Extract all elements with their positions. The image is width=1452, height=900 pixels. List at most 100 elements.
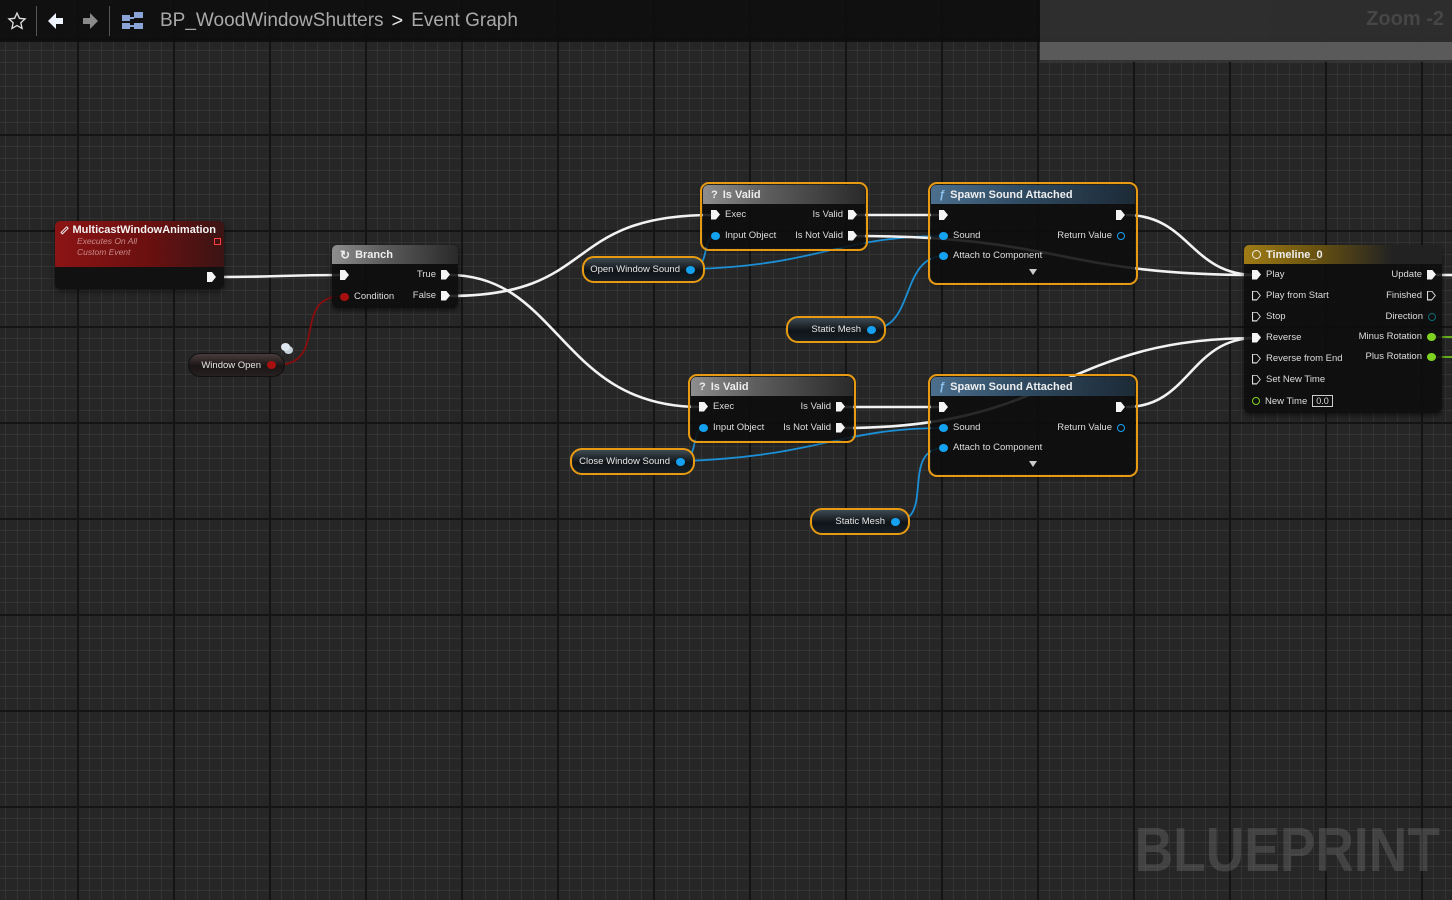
timeline-node[interactable]: Timeline_0 Play Play from Start Stop Rev…	[1244, 245, 1442, 413]
back-button[interactable]	[39, 0, 73, 42]
spawn-bottom-exec-out-pin[interactable]	[1116, 402, 1125, 412]
static-mesh-bottom-label: Static Mesh	[835, 516, 885, 527]
spawn-top-exec-out-pin[interactable]	[1116, 210, 1125, 220]
spawn-sound-node-bottom[interactable]: ƒ Spawn Sound Attached Sound Return Valu…	[928, 374, 1138, 477]
spawn-bottom-return-pin[interactable]	[1117, 423, 1125, 432]
timeline-output-label: Minus Rotation	[1358, 331, 1422, 342]
branch-false-label: False	[412, 290, 436, 301]
isvalid-top-input-pin[interactable]	[711, 231, 720, 240]
spawn-top-sound-pin[interactable]	[939, 231, 948, 240]
spawn-bottom-attach-pin[interactable]	[939, 443, 948, 452]
isvalid-top-valid-pin[interactable]	[848, 209, 857, 220]
branch-node[interactable]: ↻ Branch True Condition False	[332, 245, 458, 308]
close-window-sound-pin[interactable]	[676, 457, 685, 466]
timeline-finished-pin[interactable]	[1427, 291, 1436, 301]
timeline-reverse-from-end-pin[interactable]	[1252, 354, 1261, 364]
spawn-sound-node-top[interactable]: ƒ Spawn Sound Attached Sound Return Valu…	[928, 182, 1138, 285]
spawn-bottom-sound-label: Sound	[953, 422, 981, 433]
isvalid-bottom-title: Is Valid	[710, 380, 749, 393]
breadcrumb-asset[interactable]: BP_WoodWindowShutters	[160, 10, 384, 31]
zoom-level-label: Zoom -2	[1366, 8, 1444, 30]
timeline-input-label: Play from Start	[1266, 290, 1329, 301]
spawn-bottom-sound-pin[interactable]	[939, 423, 948, 432]
static-mesh-top-pin[interactable]	[867, 325, 876, 334]
spawn-top-return-label: Return Value	[1057, 230, 1112, 241]
event-exec-out-pin[interactable]	[207, 272, 216, 282]
timeline-minus-rotation-pin[interactable]	[1427, 332, 1436, 341]
timeline-output-label: Update	[1391, 269, 1422, 280]
branch-exec-in-pin[interactable]	[340, 270, 349, 280]
open-window-sound-variable[interactable]: Open Window Sound	[582, 256, 705, 283]
branch-condition-pin[interactable]	[340, 292, 349, 301]
timeline-reverse-pin[interactable]	[1252, 332, 1261, 343]
isvalid-top-title: Is Valid	[722, 188, 761, 201]
spawn-top-attach-pin[interactable]	[939, 251, 948, 260]
spawn-bottom-exec-in-pin[interactable]	[939, 402, 948, 412]
timeline-set-new-time-pin[interactable]	[1252, 375, 1261, 385]
new-time-value-input[interactable]: 0.0	[1312, 395, 1333, 407]
function-icon: ƒ	[939, 188, 946, 201]
branch-true-pin[interactable]	[441, 269, 450, 280]
spawn-bottom-title: Spawn Sound Attached	[950, 380, 1073, 393]
isvalid-bottom-valid-pin[interactable]	[836, 401, 845, 412]
window-open-pin[interactable]	[267, 361, 276, 369]
isvalid-bottom-input-label: Input Object	[713, 422, 765, 433]
window-open-variable[interactable]: Window Open	[188, 353, 285, 377]
wire-spawn-top-to-play	[1125, 213, 1257, 277]
favorite-button[interactable]	[0, 0, 34, 42]
branch-true-label: True	[416, 269, 436, 280]
open-window-sound-pin[interactable]	[686, 265, 695, 274]
timeline-play-from-start-pin[interactable]	[1252, 291, 1261, 301]
wire-closesound-to-spawn-sound	[684, 427, 945, 462]
blueprint-graph-icon	[122, 12, 143, 29]
timeline-update-pin[interactable]	[1427, 269, 1436, 280]
isvalid-node-top[interactable]: ? Is Valid Exec Is Valid Input Object Is…	[700, 182, 868, 251]
timeline-input-label: Reverse	[1266, 332, 1302, 343]
timeline-output-label: Direction	[1385, 311, 1424, 322]
isvalid-top-exec-pin[interactable]	[711, 209, 720, 220]
breadcrumb-graph[interactable]: Event Graph	[411, 10, 518, 31]
timeline-play-pin[interactable]	[1252, 269, 1261, 280]
expand-arrow-icon[interactable]	[1029, 461, 1037, 467]
isvalid-top-exec-label: Exec	[725, 209, 747, 220]
static-mesh-bottom-pin[interactable]	[891, 517, 900, 526]
close-window-sound-variable[interactable]: Close Window Sound	[570, 448, 695, 475]
spawn-top-title: Spawn Sound Attached	[950, 188, 1073, 201]
isvalid-node-bottom[interactable]: ? Is Valid Exec Is Valid Input Object Is…	[688, 374, 856, 443]
static-mesh-variable-top[interactable]: Static Mesh	[786, 316, 886, 343]
window-open-label: Window Open	[201, 359, 261, 371]
blueprint-graph-button[interactable]	[112, 0, 154, 42]
expand-arrow-icon[interactable]	[1029, 269, 1037, 275]
timeline-stop-pin[interactable]	[1252, 312, 1261, 322]
timeline-title: Timeline_0	[1266, 248, 1323, 261]
breadcrumb-separator-icon: >	[391, 9, 404, 32]
forward-button[interactable]	[73, 0, 107, 42]
open-window-sound-label: Open Window Sound	[590, 264, 680, 275]
wire-event-to-branch	[216, 273, 344, 279]
custom-event-node[interactable]: MulticastWindowAnimation Executes On All…	[55, 221, 224, 289]
spawn-top-attach-label: Attach to Component	[953, 250, 1043, 261]
timeline-direction-pin[interactable]	[1428, 312, 1436, 321]
timeline-plus-rotation-pin[interactable]	[1427, 352, 1436, 361]
isvalid-bottom-exec-pin[interactable]	[699, 401, 708, 412]
timeline-new-time-pin[interactable]	[1252, 397, 1260, 405]
spawn-top-return-pin[interactable]	[1117, 231, 1125, 240]
branch-false-pin[interactable]	[441, 290, 450, 301]
isvalid-top-notvalid-pin[interactable]	[848, 230, 857, 241]
isvalid-bottom-input-pin[interactable]	[699, 423, 708, 432]
breadcrumb: BP_WoodWindowShutters > Event Graph	[160, 10, 518, 33]
delegate-pin[interactable]	[214, 238, 221, 245]
isvalid-bottom-notvalid-pin[interactable]	[836, 422, 845, 433]
spawn-bottom-return-label: Return Value	[1057, 422, 1112, 433]
graph-toolbar: BP_WoodWindowShutters > Event Graph	[0, 0, 1040, 42]
wire-spawn-bottom-to-reverse	[1125, 336, 1257, 409]
branch-condition-label: Condition	[354, 291, 395, 302]
toolbar-divider	[109, 6, 110, 36]
spawn-top-exec-in-pin[interactable]	[939, 210, 948, 220]
event-title: MulticastWindowAnimation	[72, 224, 216, 236]
function-icon: ƒ	[939, 380, 946, 393]
branch-icon: ↻	[340, 247, 351, 262]
static-mesh-variable-bottom[interactable]: Static Mesh	[810, 508, 910, 535]
